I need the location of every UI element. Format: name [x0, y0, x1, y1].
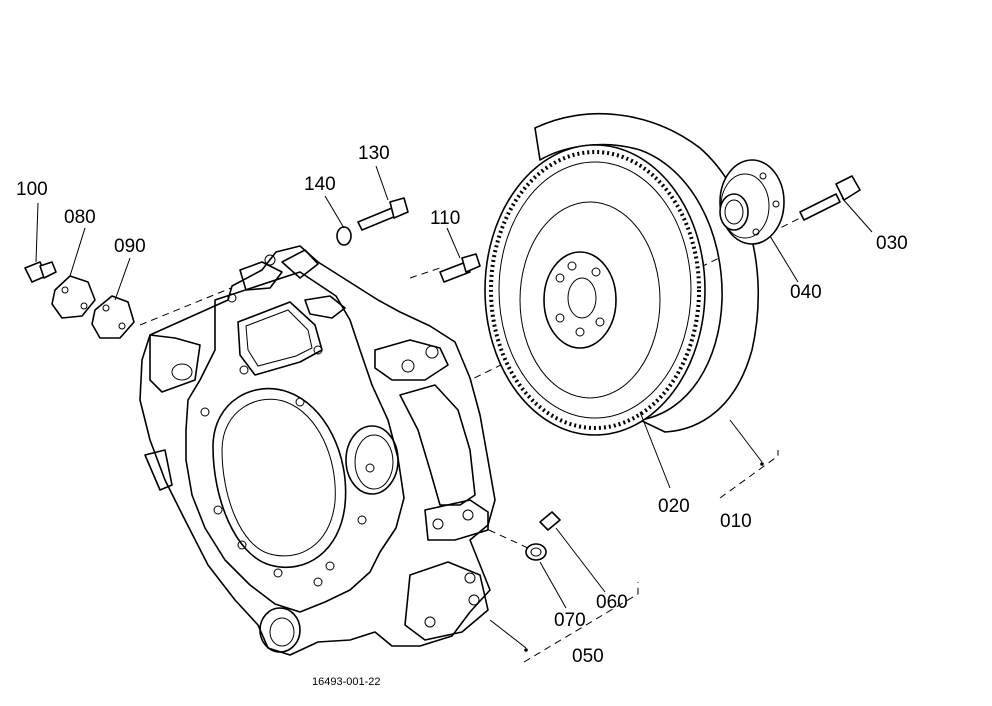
label-110: 110 — [430, 208, 460, 229]
plug-100 — [24, 261, 57, 283]
label-040: 040 — [790, 282, 822, 303]
label-010: 010 — [720, 511, 752, 532]
label-020: 020 — [658, 496, 690, 517]
washer-140 — [336, 226, 352, 246]
pin-060 — [539, 511, 561, 531]
cover-plate-080 — [51, 275, 96, 319]
label-100: 100 — [16, 179, 48, 200]
label-060: 060 — [596, 592, 628, 613]
part-labels: 100 080 090 140 130 110 030 040 020 010 … — [16, 143, 908, 688]
label-080: 080 — [64, 207, 96, 228]
flywheel-assembly — [484, 113, 760, 436]
label-070: 070 — [554, 610, 586, 631]
coupling-hub — [719, 159, 785, 245]
leader-lines — [35, 165, 873, 663]
gasket-090 — [91, 295, 135, 339]
label-130: 130 — [358, 143, 390, 164]
label-090: 090 — [114, 236, 146, 257]
bolt-030 — [799, 175, 861, 221]
label-030: 030 — [876, 233, 908, 254]
bolt-110 — [439, 253, 481, 283]
bolt-130 — [357, 197, 409, 231]
center-lines — [139, 217, 801, 549]
label-140: 140 — [304, 174, 336, 195]
seal-070 — [525, 543, 547, 561]
reference-code: 16493-001-22 — [312, 676, 381, 688]
label-050: 050 — [572, 646, 604, 667]
flywheel-housing — [139, 245, 496, 656]
